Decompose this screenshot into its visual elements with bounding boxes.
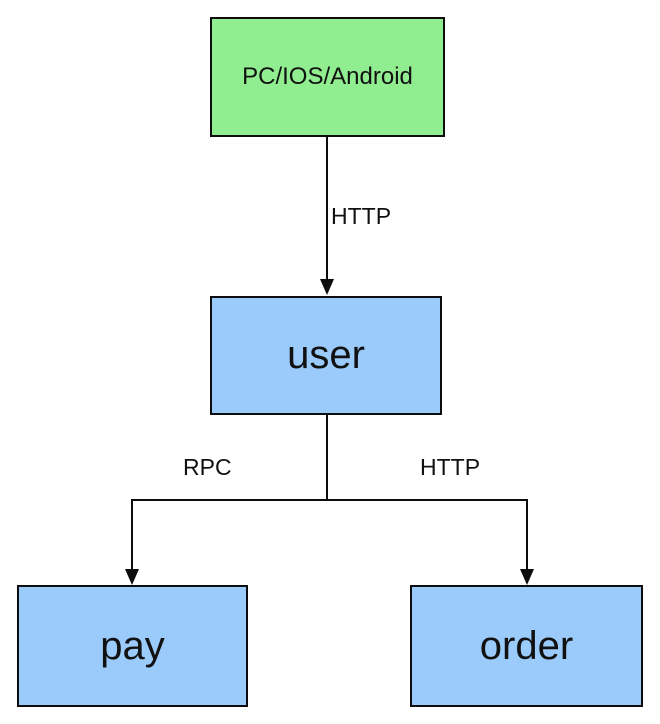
node-client-label: PC/IOS/Android <box>242 63 413 90</box>
node-client[interactable]: PC/IOS/Android <box>210 17 445 137</box>
arrowhead-user-pay <box>125 569 139 585</box>
node-user-label: user <box>287 333 365 377</box>
node-pay[interactable]: pay <box>17 585 248 707</box>
edge-user-pay <box>125 415 328 585</box>
edge-user-order <box>326 415 534 585</box>
node-pay-label: pay <box>100 623 165 668</box>
node-order-label: order <box>479 623 574 668</box>
arrowhead-user-order <box>520 569 534 585</box>
edge-label-client-user: HTTP <box>331 203 392 229</box>
edge-label-user-pay: RPC <box>183 454 232 480</box>
node-user[interactable]: user <box>210 296 442 415</box>
edge-label-user-order: HTTP <box>420 454 481 480</box>
arrowhead-client-user <box>320 279 334 295</box>
node-order[interactable]: order <box>410 585 643 707</box>
edge-client-user <box>320 137 334 295</box>
